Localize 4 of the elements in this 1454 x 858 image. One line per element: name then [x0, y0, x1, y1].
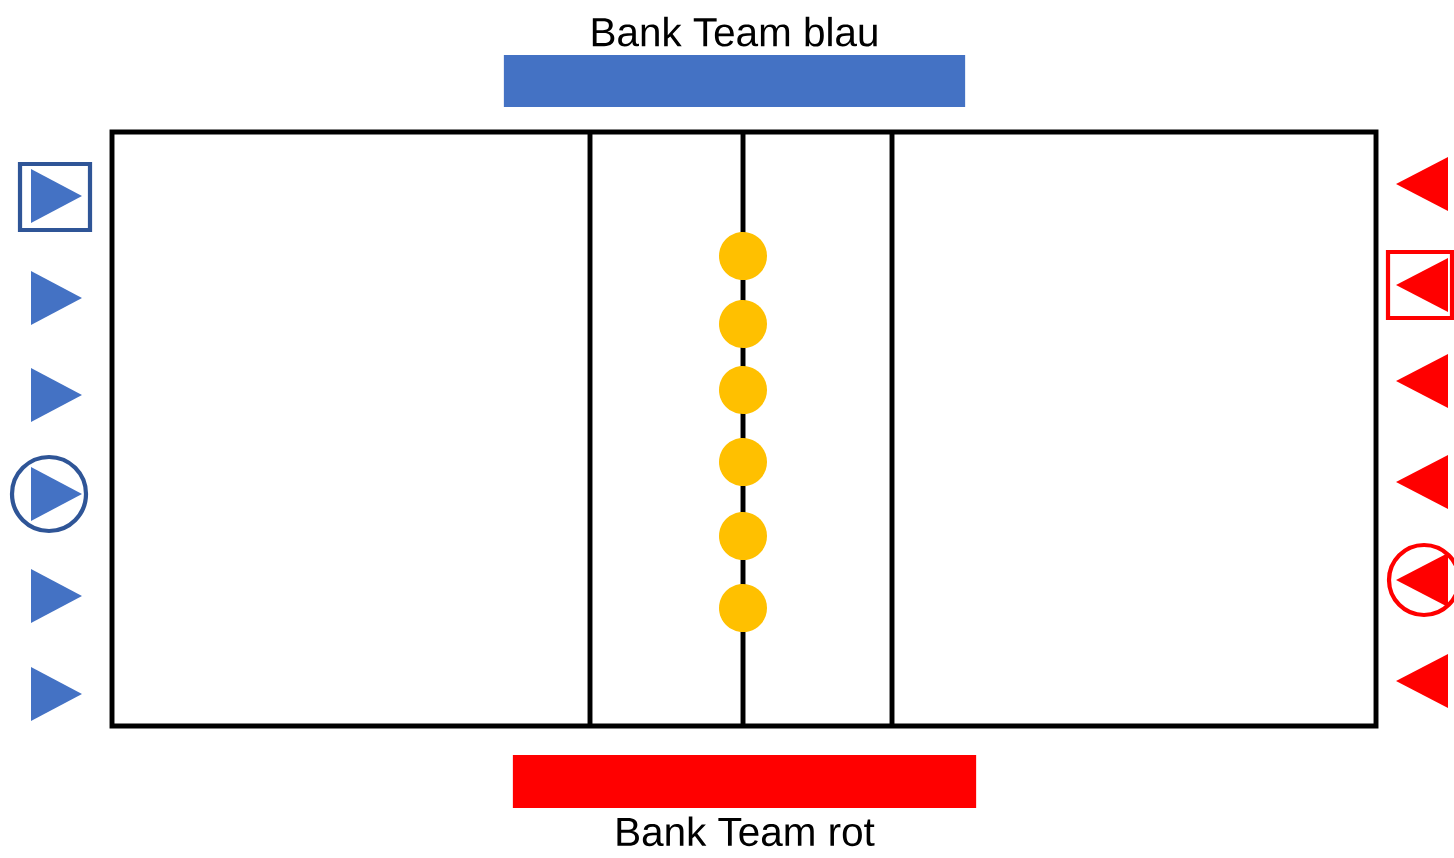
team-bench: Bank Team rot [512, 754, 977, 847]
team-bench: Bank Team blau [503, 16, 966, 107]
node-label: Bank Team rot [617, 816, 875, 847]
node-label: Bank Team blau [592, 16, 877, 47]
